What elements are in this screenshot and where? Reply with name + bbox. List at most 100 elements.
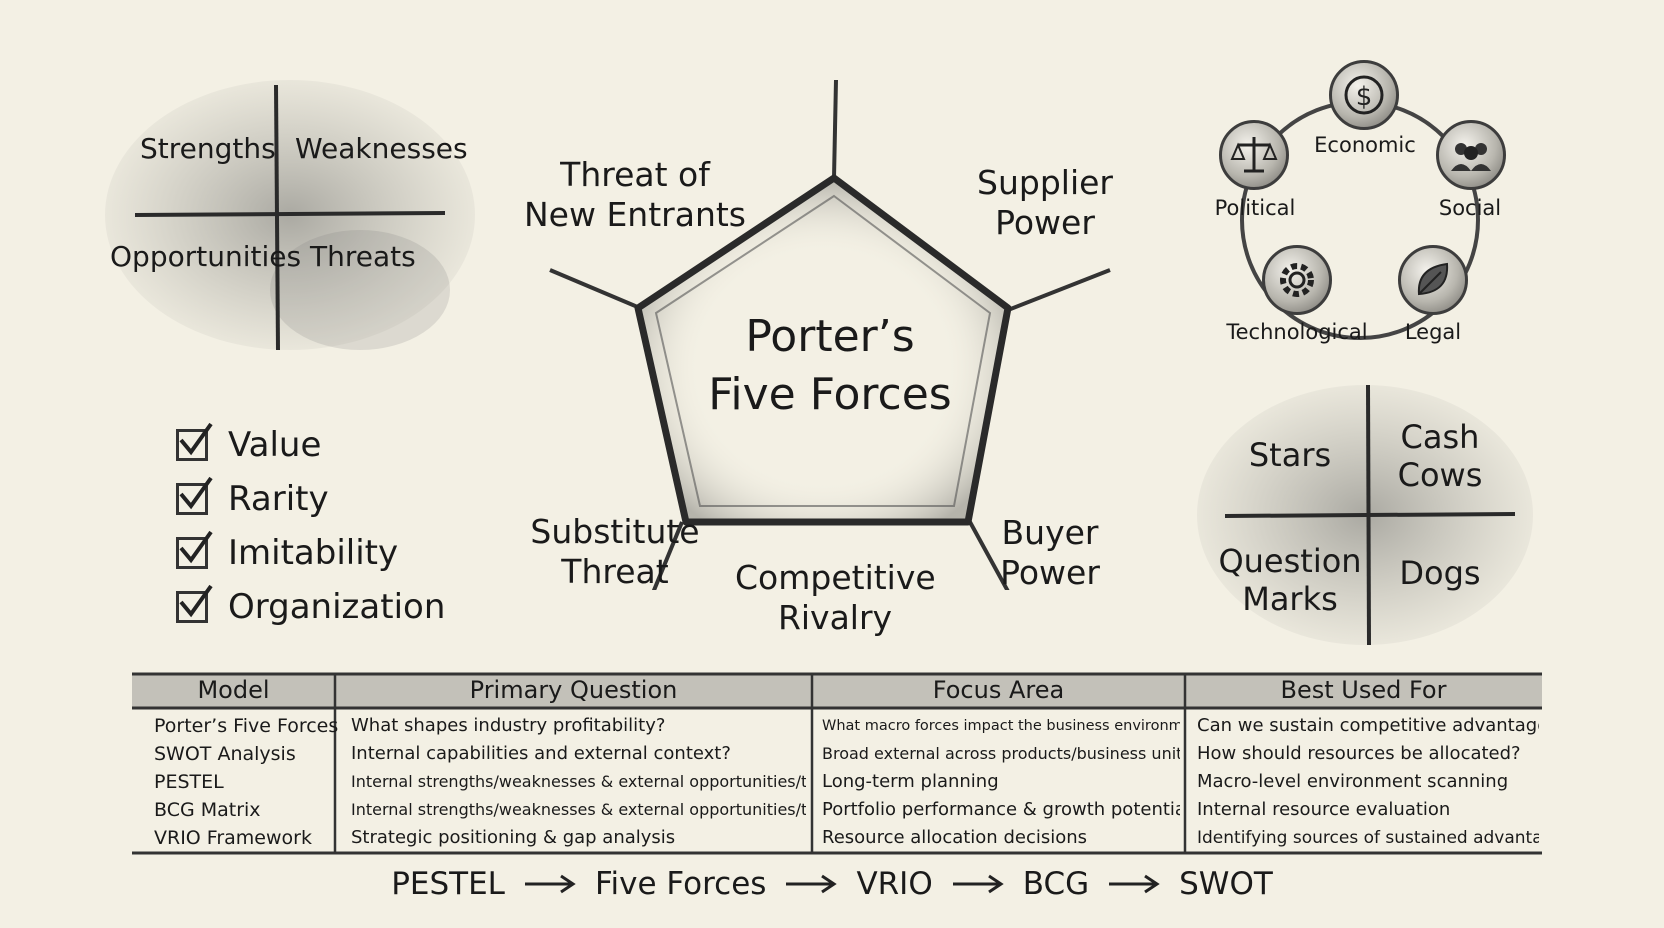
arrow-right-icon	[786, 874, 838, 894]
swot-threats: Threats	[310, 240, 416, 273]
porter-title-line1: Porter’s	[745, 311, 915, 362]
table-cell: How should resources be allocated?	[1197, 743, 1521, 764]
table-cell: Portfolio performance & growth potential	[822, 799, 1180, 820]
pestel-technological-node	[1262, 245, 1332, 315]
table-cell: Identifying sources of sustained advanta…	[1197, 828, 1539, 848]
bcg-question-marks-line2: Marks	[1242, 580, 1338, 618]
force-competitive-rivalry: Competitive Rivalry	[735, 558, 936, 638]
force-new-entrants-line2: New Entrants	[523, 195, 746, 234]
vrio-item: Rarity	[176, 474, 329, 524]
force-supplier-line2: Power	[995, 203, 1095, 242]
vrio-item: Value	[176, 420, 321, 470]
table-column-primary-question: What shapes industry profitability? Inte…	[351, 712, 806, 852]
bcg-cash-cows-line1: Cash	[1400, 418, 1480, 456]
table-cell: Internal resource evaluation	[1197, 799, 1451, 820]
bcg-matrix: Stars Cash Cows Question Marks Dogs	[1195, 380, 1535, 650]
table-cell: VRIO Framework	[154, 827, 312, 849]
pestel-economic-node: $	[1329, 60, 1399, 130]
checkbox-checked-icon	[176, 476, 213, 515]
bcg-shading	[1197, 384, 1533, 646]
table-column-focus-area: What macro forces impact the business en…	[822, 712, 1180, 852]
vrio-label: Rarity	[228, 479, 329, 519]
table-column-model: Porter’s Five Forces SWOT Analysis PESTE…	[154, 712, 338, 852]
table-cell: Long-term planning	[822, 771, 999, 792]
table-cell: Macro-level environment scanning	[1197, 771, 1509, 792]
force-new-entrants-line1: Threat of	[560, 155, 710, 194]
force-rivalry-line1: Competitive	[735, 558, 936, 597]
flow-step: PESTEL	[391, 866, 505, 902]
gear-icon	[1280, 263, 1314, 297]
flow-step: VRIO	[856, 866, 933, 902]
arrow-right-icon	[952, 874, 1004, 894]
table-cell: Strategic positioning & gap analysis	[351, 827, 676, 848]
bcg-question-marks-line1: Question	[1218, 542, 1362, 580]
table-cell: Broad external across products/business …	[822, 744, 1180, 763]
pestel-legal-label: Legal	[1404, 320, 1462, 344]
force-substitute-line1: Substitute	[530, 512, 700, 551]
vrio-label: Imitability	[228, 533, 399, 573]
flow-step: Five Forces	[594, 866, 767, 902]
table-cell: Resource allocation decisions	[822, 827, 1088, 848]
vrio-label: Organization	[228, 587, 446, 627]
table-cell: Porter’s Five Forces	[154, 715, 339, 737]
arrow-right-icon	[1109, 874, 1160, 894]
table-cell: BCG Matrix	[154, 799, 261, 821]
force-rivalry-line2: Rivalry	[777, 598, 893, 637]
pestel-political-label: Political	[1214, 196, 1296, 220]
checkbox-checked-icon	[176, 422, 213, 461]
flow-sequence: PESTEL Five Forces VRIO BCG SWOT	[0, 866, 1664, 902]
porter-title: Porter’s Five Forces	[680, 308, 980, 424]
swot-strengths: Strengths	[140, 132, 276, 165]
force-buyer-line1: Buyer	[1001, 513, 1099, 552]
leaf-icon	[1417, 262, 1449, 296]
pestel-political-node	[1219, 120, 1289, 190]
table-header-best-used-for: Best Used For	[1280, 676, 1447, 704]
flow-step: SWOT	[1179, 866, 1273, 902]
force-buyer-line2: Power	[1000, 553, 1100, 592]
swot-weaknesses: Weaknesses	[295, 132, 468, 165]
table-cell: Internal strengths/weaknesses & external…	[351, 772, 806, 791]
table-column-best-used-for: Can we sustain competitive advantage? Ho…	[1197, 712, 1539, 852]
pestel-economic-label: Economic	[1314, 133, 1416, 157]
vrio-label: Value	[228, 425, 322, 465]
force-supplier-power: Supplier Power	[960, 163, 1130, 243]
svg-text:$: $	[1356, 82, 1373, 112]
force-substitute-line2: Threat	[561, 552, 669, 591]
force-buyer-power: Buyer Power	[975, 513, 1125, 593]
vrio-item: Organization	[176, 582, 445, 632]
swot-diagram: Strengths Weaknesses Opportunities Threa…	[100, 70, 480, 360]
table-cell: PESTEL	[154, 771, 224, 793]
scales-icon	[1230, 137, 1278, 173]
pestel-legal-node	[1398, 245, 1468, 315]
pestel-social-node	[1436, 120, 1506, 190]
bcg-question-marks: Question Marks	[1215, 542, 1365, 618]
table-cell: Can we sustain competitive advantage?	[1197, 715, 1539, 736]
pestel-technological-label: Technological	[1226, 320, 1368, 344]
swot-opportunities: Opportunities	[110, 240, 302, 273]
checkbox-checked-icon	[176, 584, 213, 623]
people-icon	[1451, 143, 1491, 171]
table-header-focus-area: Focus Area	[932, 676, 1065, 704]
swot-shading	[105, 80, 475, 351]
force-new-entrants: Threat of New Entrants	[515, 155, 755, 235]
checkbox-checked-icon	[176, 530, 213, 569]
vrio-item: Imitability	[176, 528, 398, 578]
porter-title-line2: Five Forces	[708, 369, 952, 420]
porter-pentagon	[549, 79, 1111, 590]
bcg-stars: Stars	[1248, 436, 1332, 474]
bcg-dogs: Dogs	[1399, 554, 1481, 592]
bcg-cash-cows: Cash Cows	[1380, 418, 1500, 494]
bcg-cash-cows-line2: Cows	[1397, 456, 1483, 494]
force-supplier-line1: Supplier	[977, 163, 1113, 202]
comparison-table: Model Primary Question Focus Area Best U…	[132, 670, 1542, 855]
arrow-right-icon	[524, 874, 576, 894]
table-lines	[132, 672, 1542, 855]
pestel-social-label: Social	[1438, 196, 1502, 220]
table-header-primary-question: Primary Question	[469, 676, 678, 704]
table-cell: What shapes industry profitability?	[351, 715, 666, 736]
force-substitute-threat: Substitute Threat	[525, 512, 705, 592]
table-cell: Internal capabilities and external conte…	[351, 743, 731, 764]
table-header-model: Model	[197, 676, 270, 704]
table-cell: SWOT Analysis	[154, 743, 296, 765]
flow-step: BCG	[1022, 866, 1090, 902]
